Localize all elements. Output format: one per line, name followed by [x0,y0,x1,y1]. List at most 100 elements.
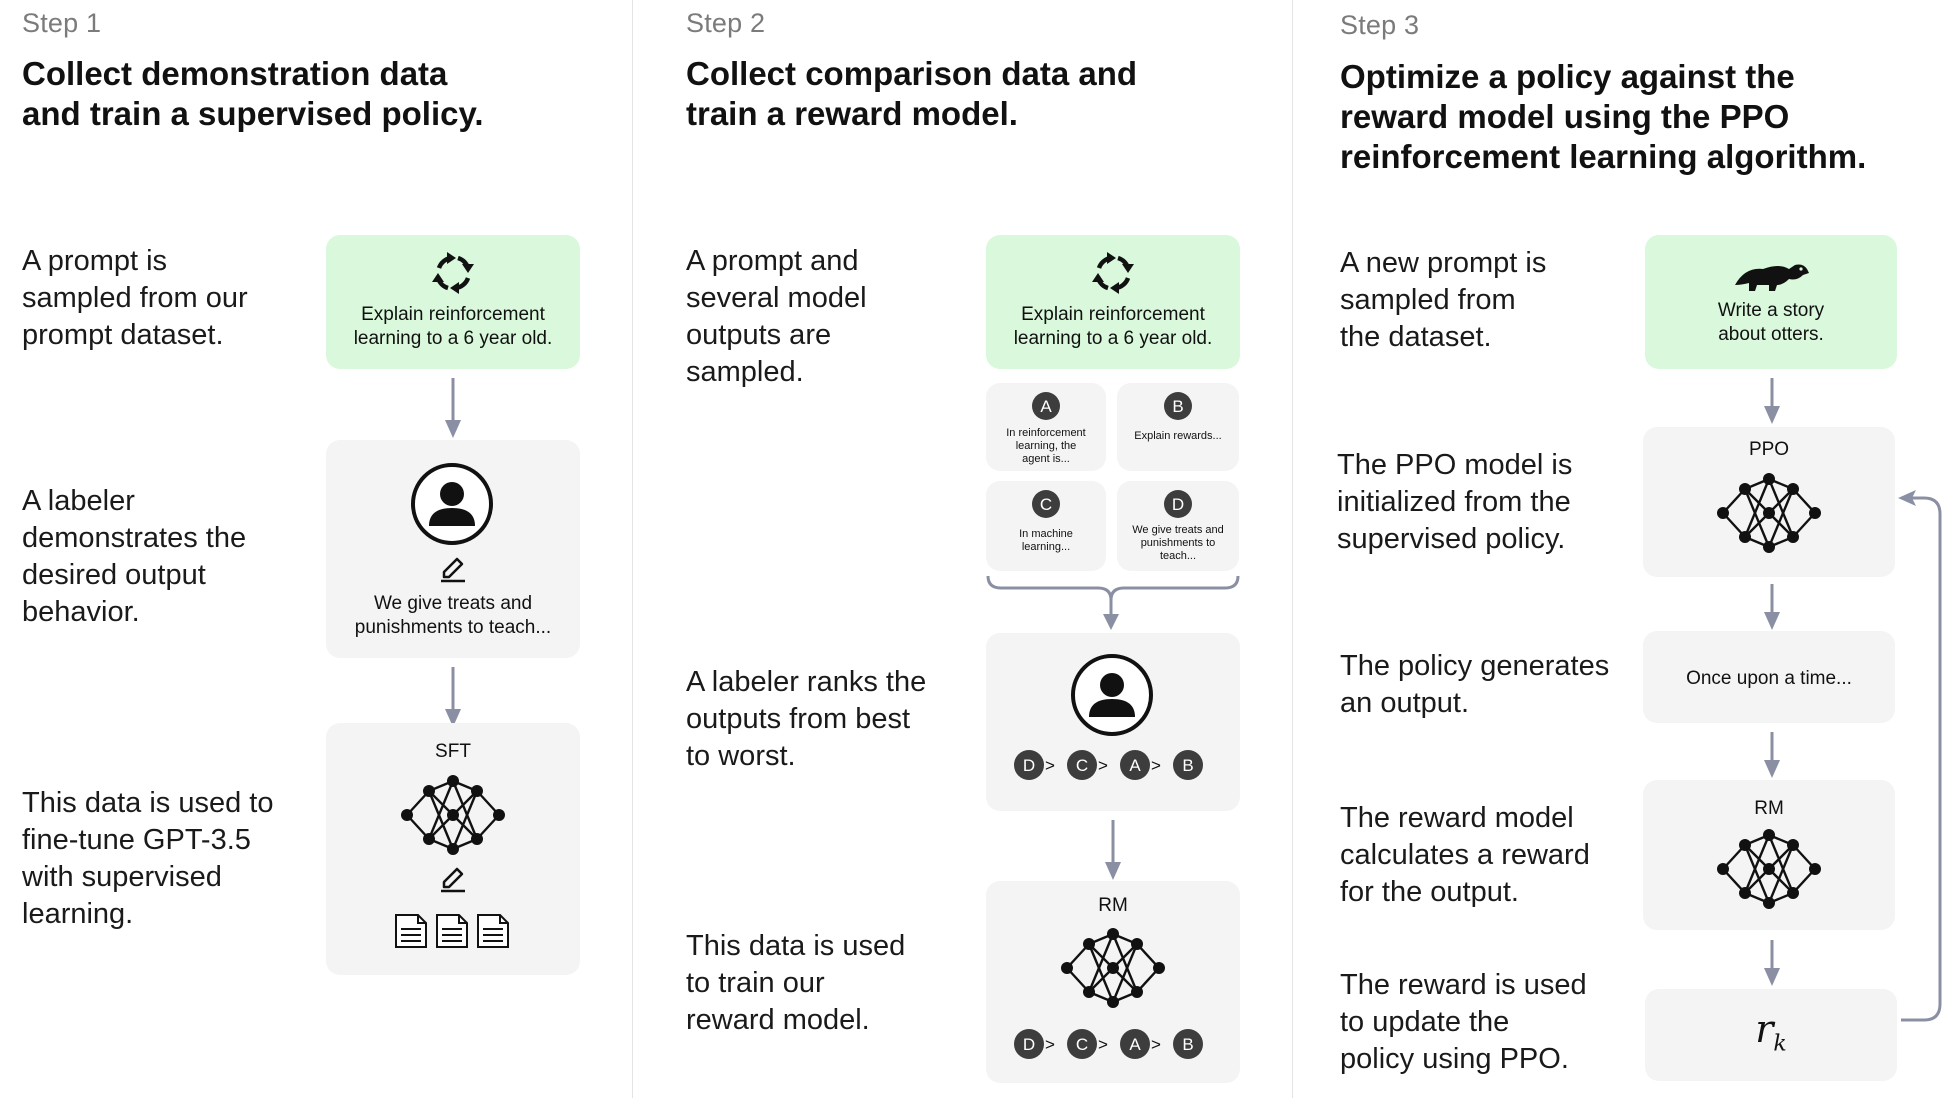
step2-ranking-box: D > C > A > B [986,633,1240,811]
svg-text:>: > [1045,1035,1055,1054]
neural-net-icon [1061,928,1165,1008]
otter-icon [1735,264,1809,291]
badge-d: D [1164,490,1192,518]
nn-node [1083,986,1095,998]
nn-node [401,809,413,821]
nn-edge [1743,834,1771,894]
svg-text:D: D [1023,756,1035,775]
nn-edge [1111,943,1139,1003]
step2-label: Step 2 [686,8,766,38]
nn-node [1763,541,1775,553]
nn-node [1717,507,1729,519]
nn-node [1809,863,1821,875]
nn-edge [1743,478,1771,538]
nn-edge [1767,478,1795,538]
nn-node [1107,996,1119,1008]
person-icon [411,463,493,545]
document-icon [477,914,509,948]
sft-label: SFT [435,741,471,762]
arrow-down-icon [445,378,461,438]
nn-edge [451,780,479,840]
ppo-label: PPO [1748,439,1790,460]
nn-edge [1743,844,1771,904]
step3-label: Step 3 [1340,10,1420,40]
arrow-down-icon [1105,820,1121,880]
refresh-icon [432,252,474,294]
nn-node [471,833,483,845]
nn-node [423,785,435,797]
person-icon [1071,654,1153,736]
nn-node [1717,863,1729,875]
svg-text:A: A [1040,397,1052,416]
arrow-down-icon [1764,378,1780,424]
step3-output-text: Once upon a time... [1686,668,1852,689]
nn-node [1787,887,1799,899]
step3-rm-box: RM [1643,780,1895,930]
nn-node [1107,928,1119,940]
ranking-row: D > C > A > B [1014,1029,1203,1059]
badge-c: C [1032,490,1060,518]
svg-text:B: B [1172,397,1183,416]
output-card-b: B Explain rewards... [1117,383,1239,471]
badge-a: A [1032,392,1060,420]
nn-node [1107,962,1119,974]
svg-text:>: > [1151,756,1161,775]
document-icon [436,914,468,948]
nn-edge [427,780,455,840]
feedback-loop-arrow [1898,490,1942,1022]
column-divider [1292,0,1293,1098]
ranking-row: D > C > A > B [1014,750,1203,780]
svg-text:A: A [1129,756,1141,775]
document-icon [395,914,427,948]
brace-connector [986,575,1240,630]
rm-label: RM [1754,798,1784,819]
nn-node [447,775,459,787]
nn-edge [1087,933,1115,993]
nn-node [1763,473,1775,485]
nn-node [447,809,459,821]
nn-node [1787,483,1799,495]
neural-net-icon [1717,829,1821,909]
nn-node [1739,839,1751,851]
nn-node [1787,839,1799,851]
nn-node [1083,938,1095,950]
nn-node [1131,938,1143,950]
reward-symbol: rk [1755,1007,1787,1057]
step1-title: Collect demonstration data and train a s… [22,55,484,132]
svg-text:D: D [1172,495,1184,514]
arrow-down-icon [1764,584,1780,630]
nn-node [1763,507,1775,519]
svg-text:>: > [1151,1035,1161,1054]
rm-label: RM [1098,895,1128,916]
step2-rm-box: RM D > C > A > B [986,881,1240,1083]
nn-node [1809,507,1821,519]
svg-text:A: A [1129,1035,1141,1054]
nn-edge [427,790,455,850]
svg-text:D: D [1023,1035,1035,1054]
nn-node [1763,863,1775,875]
arrow-down-icon [1764,732,1780,778]
step1-sft-box: SFT [326,723,580,975]
nn-node [1763,897,1775,909]
arrow-down-icon [445,667,461,727]
neural-net-icon [1717,473,1821,553]
svg-text:C: C [1076,756,1088,775]
step3-reward-box: rk [1645,989,1897,1081]
nn-node [1739,483,1751,495]
svg-text:B: B [1182,1035,1193,1054]
